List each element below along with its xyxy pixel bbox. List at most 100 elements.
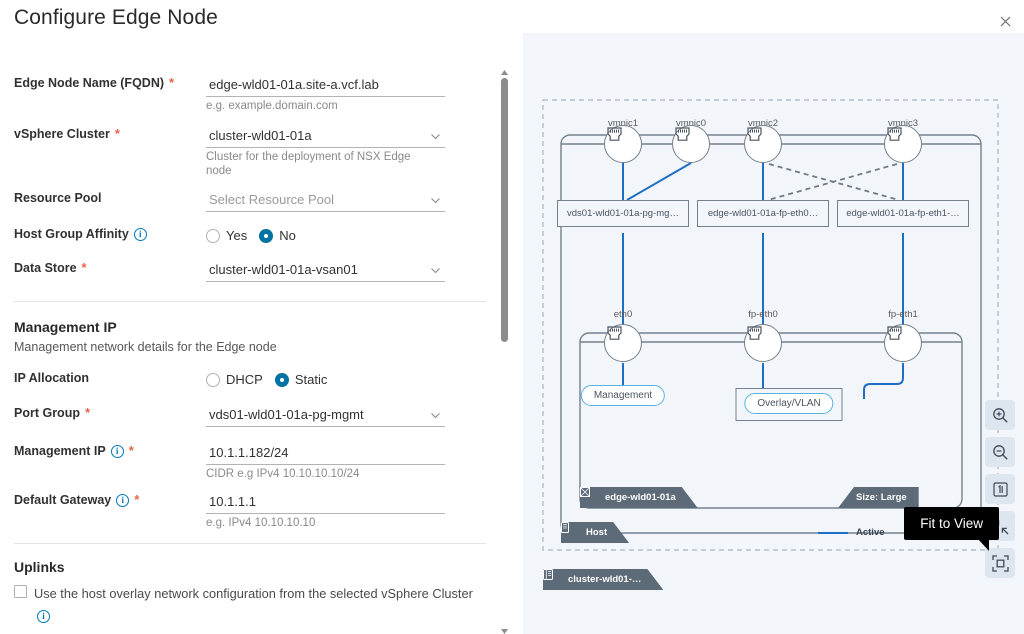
label-text: Edge Node Name (FQDN) bbox=[14, 76, 165, 90]
port-group-label: Port Group * bbox=[0, 405, 206, 421]
configuration-form: Edge Node Name (FQDN) * e.g. example.dom… bbox=[0, 62, 500, 634]
label-text: Host Group Affinity bbox=[14, 227, 129, 241]
vsphere-cluster-value[interactable] bbox=[206, 126, 445, 148]
resource-pool-select[interactable] bbox=[206, 190, 445, 212]
interface-label-fp-eth0: fp-eth0 bbox=[748, 309, 778, 320]
port-group-box-fp-eth1[interactable]: edge-wld01-01a-fp-eth1-… bbox=[837, 200, 969, 227]
port-group-box-fp-eth0[interactable]: edge-wld01-01a-fp-eth0… bbox=[697, 200, 829, 227]
topology-canvas[interactable]: vmnic1 vmnic0 vmnic2 vmnic3 vds01-wld01-… bbox=[523, 33, 1024, 634]
radio-ip-allocation-static[interactable]: Static bbox=[274, 372, 328, 387]
radio-dot bbox=[259, 228, 274, 243]
field-ip-allocation: IP Allocation DHCP Static bbox=[0, 370, 500, 390]
edge-node-tab-label: edge-wld01-01a bbox=[605, 492, 676, 503]
caret-up-icon[interactable] bbox=[500, 64, 509, 75]
radio-host-group-affinity-no[interactable]: No bbox=[259, 228, 296, 243]
interface-icon-eth0[interactable] bbox=[604, 324, 642, 362]
segment-pill-overlay-vlan[interactable]: Overlay/VLAN bbox=[744, 393, 834, 414]
nic-icon-vmnic1[interactable] bbox=[604, 125, 642, 163]
edge-node-name-input[interactable] bbox=[206, 75, 445, 97]
edge-node-tab[interactable]: edge-wld01-01a bbox=[580, 487, 698, 508]
field-management-ip: Management IP i * CIDR e.g IPv4 10.10.10… bbox=[0, 443, 500, 481]
management-ip-helper: CIDR e.g IPv4 10.10.10.10/24 bbox=[206, 468, 360, 480]
cluster-tab-label: cluster-wld01-… bbox=[568, 574, 642, 585]
info-icon[interactable]: i bbox=[116, 493, 130, 507]
page-title: Configure Edge Node bbox=[14, 6, 218, 29]
management-ip-section-description: Management network details for the Edge … bbox=[14, 340, 277, 354]
radio-host-group-affinity-yes[interactable]: Yes bbox=[206, 228, 247, 243]
host-group-affinity-radios: Yes No bbox=[206, 226, 445, 243]
fit-to-view-tooltip: Fit to View bbox=[904, 507, 999, 551]
legend-active-label: Active bbox=[856, 527, 885, 538]
radio-dot bbox=[206, 372, 220, 387]
zoom-out-icon[interactable] bbox=[985, 437, 1015, 467]
radio-ip-allocation-dhcp[interactable]: DHCP bbox=[206, 372, 263, 387]
field-data-store: Data Store * bbox=[0, 260, 500, 282]
host-icon bbox=[570, 527, 580, 538]
scrollbar-thumb[interactable] bbox=[501, 78, 508, 342]
cluster-tab[interactable]: cluster-wld01-… bbox=[543, 569, 663, 590]
legend-active: Active bbox=[818, 527, 885, 538]
zoom-in-icon[interactable] bbox=[985, 400, 1015, 430]
edge-node-name-helper: e.g. example.domain.com bbox=[206, 100, 338, 112]
network-port-icon bbox=[607, 326, 622, 340]
vsphere-cluster-helper: Cluster for the deployment of NSX Edge n… bbox=[206, 151, 411, 177]
close-icon[interactable] bbox=[994, 10, 1016, 32]
radio-label: Static bbox=[294, 372, 328, 387]
default-gateway-helper: e.g. IPv4 10.10.10.10 bbox=[206, 517, 316, 529]
management-ip-input[interactable] bbox=[206, 443, 445, 465]
nic-icon-vmnic2[interactable] bbox=[744, 125, 782, 163]
label-text: IP Allocation bbox=[14, 371, 90, 385]
host-tab[interactable]: Host bbox=[561, 522, 629, 543]
default-gateway-input[interactable] bbox=[206, 492, 445, 514]
actual-size-icon[interactable] bbox=[985, 474, 1015, 504]
topology-diagram-pane: vmnic1 vmnic0 vmnic2 vmnic3 vds01-wld01-… bbox=[523, 33, 1024, 634]
port-group-value[interactable] bbox=[206, 405, 445, 427]
full-screen-icon[interactable] bbox=[985, 548, 1015, 578]
nic-icon-vmnic3[interactable] bbox=[884, 125, 922, 163]
data-store-select[interactable] bbox=[206, 260, 445, 282]
required-asterisk: * bbox=[84, 405, 91, 420]
network-port-icon bbox=[887, 127, 902, 141]
nic-label-vmnic3: vmnic3 bbox=[887, 118, 919, 129]
edge-node-name-label: Edge Node Name (FQDN) * bbox=[0, 75, 206, 91]
uplinks-heading: Uplinks bbox=[14, 559, 65, 575]
ip-allocation-radios: DHCP Static bbox=[206, 370, 445, 387]
interface-label-eth0: eth0 bbox=[613, 309, 633, 320]
interface-icon-fp-eth1[interactable] bbox=[884, 324, 922, 362]
field-default-gateway: Default Gateway i * e.g. IPv4 10.10.10.1… bbox=[0, 492, 500, 530]
use-host-overlay-label: Use the host overlay network configurati… bbox=[34, 583, 484, 627]
interface-icon-fp-eth0[interactable] bbox=[744, 324, 782, 362]
host-group-affinity-label: Host Group Affinity i bbox=[0, 226, 206, 242]
data-store-value[interactable] bbox=[206, 260, 445, 282]
diagram-zoom-controls bbox=[985, 400, 1015, 578]
vsphere-cluster-select[interactable] bbox=[206, 126, 445, 148]
edge-node-size-tab: Size: Large bbox=[838, 487, 919, 508]
label-text: vSphere Cluster bbox=[14, 127, 110, 141]
field-host-group-affinity: Host Group Affinity i Yes No bbox=[0, 226, 500, 246]
divider bbox=[14, 301, 486, 302]
legend-line-active bbox=[818, 531, 848, 534]
required-asterisk: * bbox=[128, 443, 134, 458]
info-icon[interactable]: i bbox=[110, 444, 124, 458]
segment-pill-management[interactable]: Management bbox=[580, 385, 666, 406]
data-store-label: Data Store * bbox=[0, 260, 206, 276]
radio-label: DHCP bbox=[226, 372, 263, 387]
info-icon[interactable]: i bbox=[37, 610, 50, 624]
nic-label-vmnic2: vmnic2 bbox=[747, 118, 779, 129]
form-scrollbar[interactable] bbox=[498, 62, 511, 634]
port-group-box-mgmt[interactable]: vds01-wld01-01a-pg-mg… bbox=[557, 200, 689, 227]
field-edge-node-name: Edge Node Name (FQDN) * e.g. example.dom… bbox=[0, 75, 500, 113]
label-text: Port Group bbox=[14, 406, 80, 420]
nic-icon-vmnic0[interactable] bbox=[672, 125, 710, 163]
caret-down-icon[interactable] bbox=[500, 623, 509, 634]
field-resource-pool: Resource Pool bbox=[0, 190, 500, 212]
resource-pool-value[interactable] bbox=[206, 190, 445, 212]
nic-label-vmnic0: vmnic0 bbox=[675, 118, 707, 129]
info-icon[interactable]: i bbox=[133, 227, 147, 241]
port-group-select[interactable] bbox=[206, 405, 445, 427]
network-port-icon bbox=[887, 326, 902, 340]
network-port-icon bbox=[607, 127, 622, 141]
checkbox-label-text: Use the host overlay network configurati… bbox=[34, 586, 473, 601]
use-host-overlay-checkbox[interactable] bbox=[14, 585, 27, 598]
network-port-icon bbox=[747, 326, 762, 340]
